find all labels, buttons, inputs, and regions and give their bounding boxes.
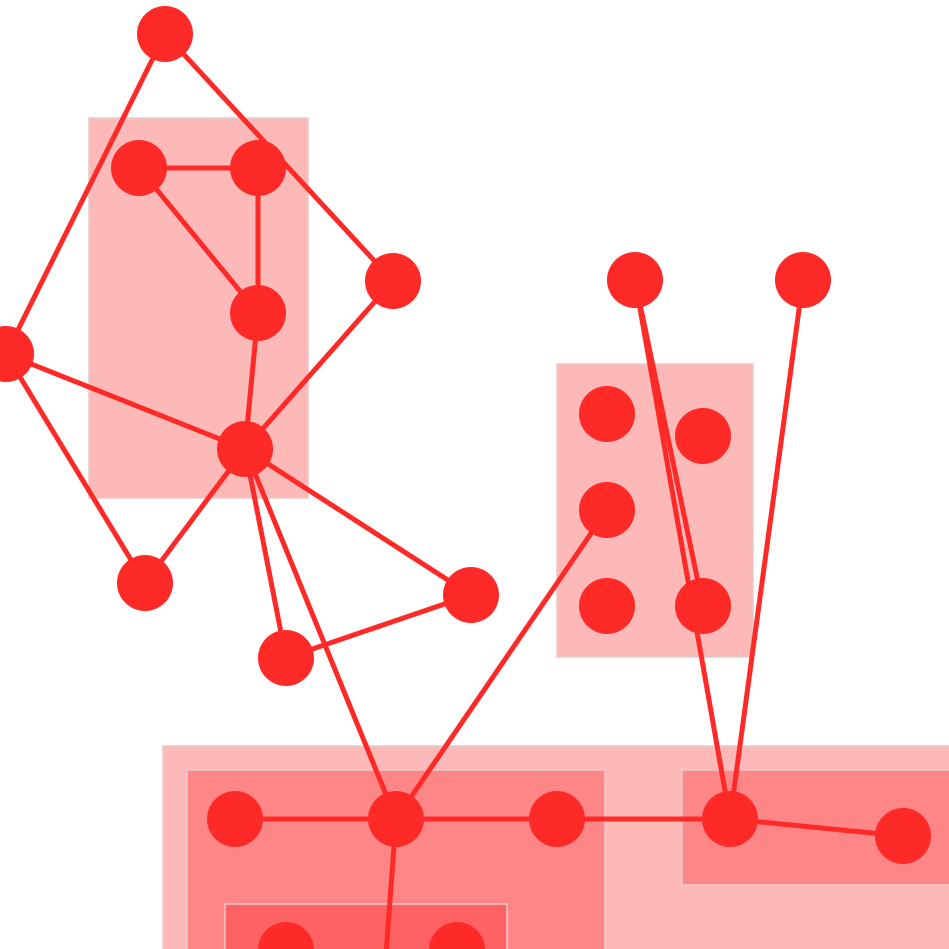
node-n2 xyxy=(111,140,167,196)
edge-n26-n7 xyxy=(16,373,135,564)
edge-n1-n26 xyxy=(15,54,156,334)
node-n24 xyxy=(429,922,485,949)
edge-n26-n6 xyxy=(27,361,224,442)
edge-n19-n15 xyxy=(408,528,595,801)
edge-n5-n6 xyxy=(259,298,379,432)
edge-n9-n8 xyxy=(308,600,449,653)
node-n8 xyxy=(258,630,314,686)
node-n6 xyxy=(217,421,273,477)
node-n12 xyxy=(775,252,831,308)
node-n9 xyxy=(443,567,499,623)
edge-n19-n25 xyxy=(383,842,397,949)
node-n17 xyxy=(675,578,731,634)
node-n18 xyxy=(207,791,263,847)
node-n23 xyxy=(258,922,314,949)
node-n21 xyxy=(702,791,758,847)
node-layer xyxy=(0,6,931,949)
edge-n21-n22 xyxy=(753,819,880,836)
edge-n12-n21 xyxy=(730,303,803,796)
edge-n6-n19 xyxy=(252,470,389,798)
node-n16 xyxy=(579,578,635,634)
node-n5 xyxy=(365,253,421,309)
edge-n4-n6 xyxy=(244,336,259,426)
edge-n6-n7 xyxy=(158,467,232,565)
node-n15 xyxy=(579,482,635,538)
edge-n11-n21 xyxy=(637,303,728,796)
node-n26 xyxy=(0,326,34,382)
node-n20 xyxy=(529,791,585,847)
node-n1 xyxy=(137,6,193,62)
edge-n11-n17 xyxy=(637,302,701,584)
edge-layer xyxy=(15,50,880,949)
node-n22 xyxy=(875,808,931,864)
node-n19 xyxy=(368,791,424,847)
edge-n6-n8 xyxy=(247,472,284,635)
node-n3 xyxy=(230,140,286,196)
node-n7 xyxy=(117,555,173,611)
node-n14 xyxy=(675,408,731,464)
edge-n2-n4 xyxy=(152,185,245,296)
node-n13 xyxy=(579,386,635,442)
edge-n6-n9 xyxy=(264,460,452,584)
node-n11 xyxy=(607,252,663,308)
node-n4 xyxy=(230,285,286,341)
